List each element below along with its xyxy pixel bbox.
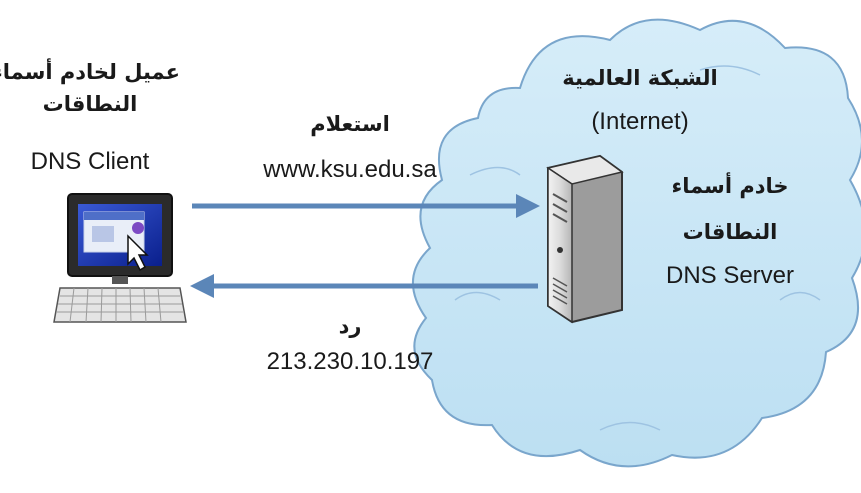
query-label-ar: استعلام: [310, 112, 390, 136]
query-arrow: [192, 194, 540, 218]
server-tower-icon: [546, 154, 624, 324]
client-label-ar-1: عميل لخادم أسماء: [0, 60, 180, 84]
response-label-ar: رد: [338, 314, 362, 338]
client-label-ar-2: النطاقات: [42, 92, 138, 116]
server-label-en: DNS Server: [665, 262, 795, 289]
internet-label-en: (Internet): [591, 108, 689, 135]
response-arrow: [190, 274, 538, 298]
internet-label-ar: الشبكة العالمية: [562, 66, 718, 90]
response-value: 213.230.10.197: [266, 348, 434, 375]
server-label-ar-2: النطاقات: [682, 220, 778, 244]
query-value: www.ksu.edu.sa: [263, 156, 437, 183]
client-label-en: DNS Client: [30, 148, 150, 175]
server-label-ar-1: خادم أسماء: [671, 174, 789, 198]
computer-icon: [53, 193, 187, 323]
internet-cloud: [412, 18, 861, 468]
